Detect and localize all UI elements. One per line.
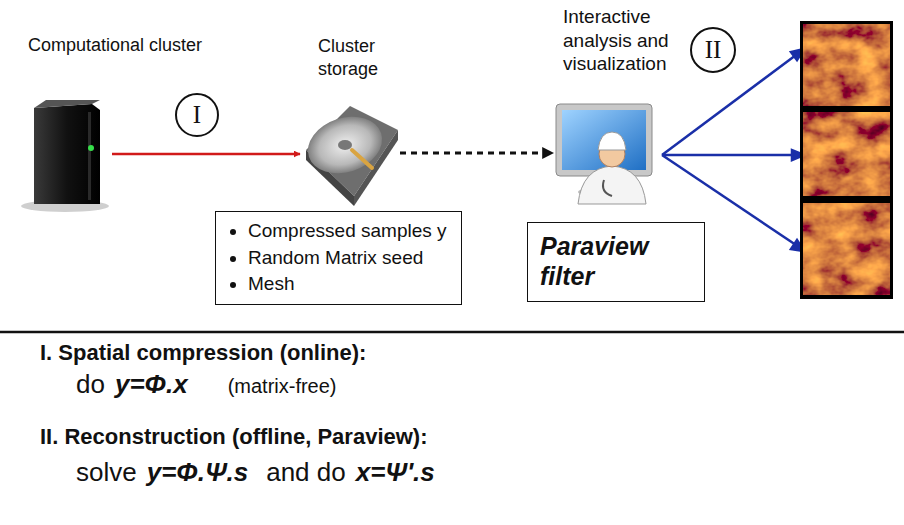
hard-disk-icon <box>301 106 398 206</box>
connector-arrow <box>112 153 300 156</box>
step-number: II <box>705 36 722 64</box>
step-number: I <box>193 101 201 129</box>
caption-text: y=Φ.Ψ.s <box>147 457 248 488</box>
storage-node: Cluster storage <box>300 98 400 208</box>
data-box: Compressed samples yRandom Matrix seedMe… <box>215 211 462 305</box>
step-circle: I <box>175 93 219 137</box>
filter-box: Paraview filter <box>527 222 705 302</box>
node-heading: Cluster storage <box>318 35 398 80</box>
step-circle: II <box>690 27 736 73</box>
bullet-list: Compressed samples yRandom Matrix seedMe… <box>226 218 447 298</box>
caption-text: II. Reconstruction (offline, Paraview): <box>40 424 428 450</box>
node-heading: Computational cluster <box>28 34 218 57</box>
caption-text: x=Ψ'.s <box>356 457 435 488</box>
text-row: II. Reconstruction (offline, Paraview): <box>40 424 428 450</box>
connector-arrow <box>400 152 553 155</box>
workstation-node: Interactive analysis and visualization <box>553 102 661 202</box>
bullet-item: Random Matrix seed <box>248 245 447 272</box>
caption-text: solve <box>76 457 137 488</box>
server-icon <box>21 100 109 212</box>
caption-text: I. Spatial compression (online): <box>40 340 366 366</box>
box-text: Paraview filter <box>540 231 665 291</box>
separator-line <box>0 331 904 334</box>
server-node: Computational cluster <box>22 100 112 208</box>
text-row: I. Spatial compression (online): <box>40 340 366 366</box>
computer-icon <box>556 104 652 204</box>
text-row: solve y=Φ.Ψ.s and do x=Ψ'.s <box>76 457 435 488</box>
output-arrows <box>662 49 804 251</box>
node-heading: Interactive analysis and visualization <box>563 5 703 76</box>
caption-text: do <box>76 369 105 400</box>
text-row: do y=Φ.x (matrix-free) <box>76 369 337 400</box>
visualization-images <box>800 21 893 299</box>
caption-text: and do <box>266 457 346 488</box>
bullet-item: Mesh <box>248 271 447 298</box>
caption-text: (matrix-free) <box>228 375 337 398</box>
caption-text: y=Φ.x <box>115 369 188 400</box>
bullet-item: Compressed samples y <box>248 218 447 245</box>
